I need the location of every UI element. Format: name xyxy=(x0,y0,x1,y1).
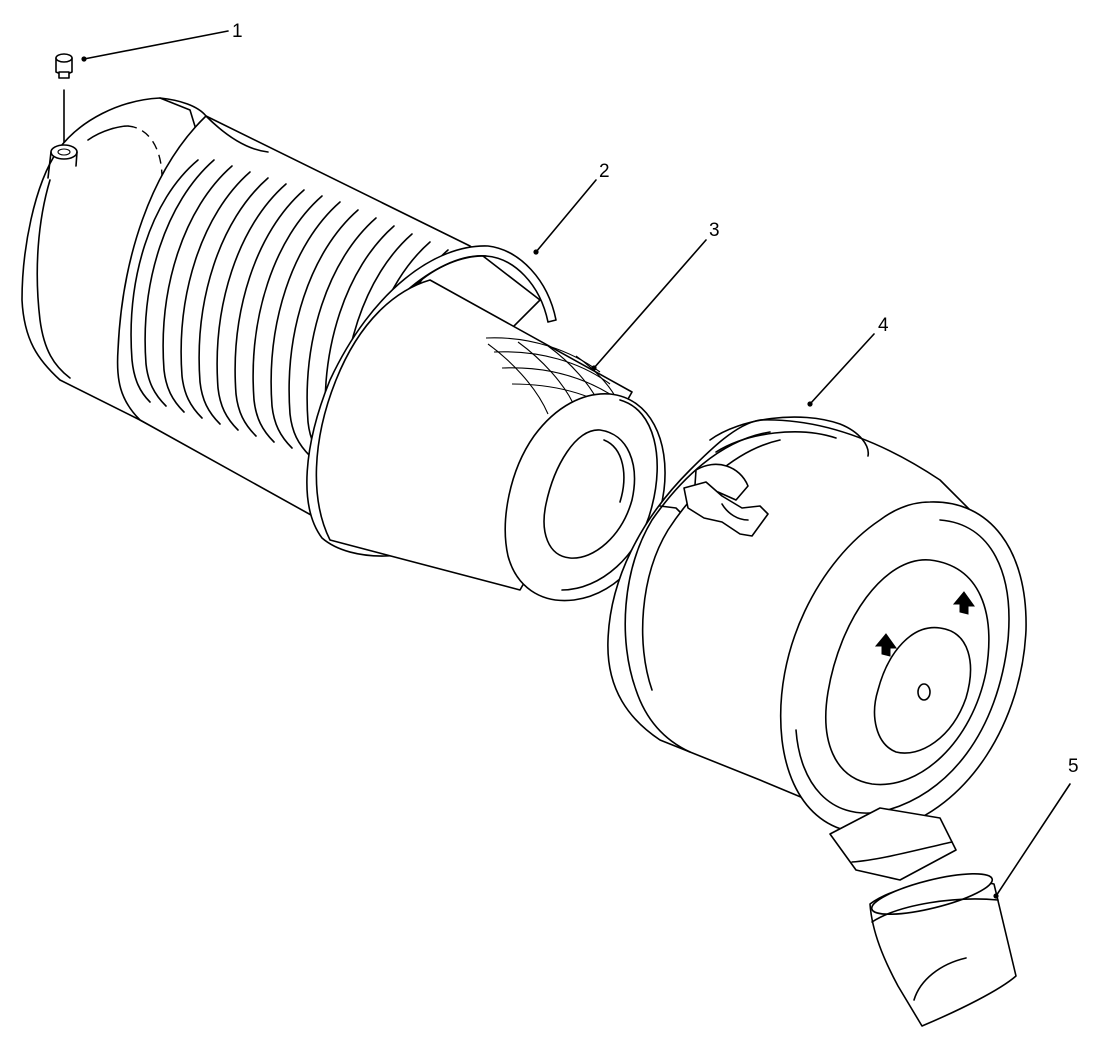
part-4-cover-assembly xyxy=(607,416,1027,881)
callout-3: 3 xyxy=(709,220,720,241)
arrow-up-icon xyxy=(952,591,975,615)
part-5-vacuator-valve xyxy=(869,872,1017,1027)
filter-mesh xyxy=(485,337,619,415)
air-cleaner-body xyxy=(21,97,541,521)
arrow-up-icon xyxy=(874,633,897,657)
part-1-cap-screw xyxy=(55,53,73,147)
callout-1: 1 xyxy=(232,21,243,42)
leader-lines xyxy=(81,30,1071,899)
callout-4: 4 xyxy=(878,315,889,336)
part-3-filter-element xyxy=(315,279,666,602)
callout-2: 2 xyxy=(599,161,610,182)
latch-clamp xyxy=(659,463,769,537)
callout-labels: 1 2 3 4 5 xyxy=(232,21,1079,777)
callout-5: 5 xyxy=(1068,756,1079,777)
